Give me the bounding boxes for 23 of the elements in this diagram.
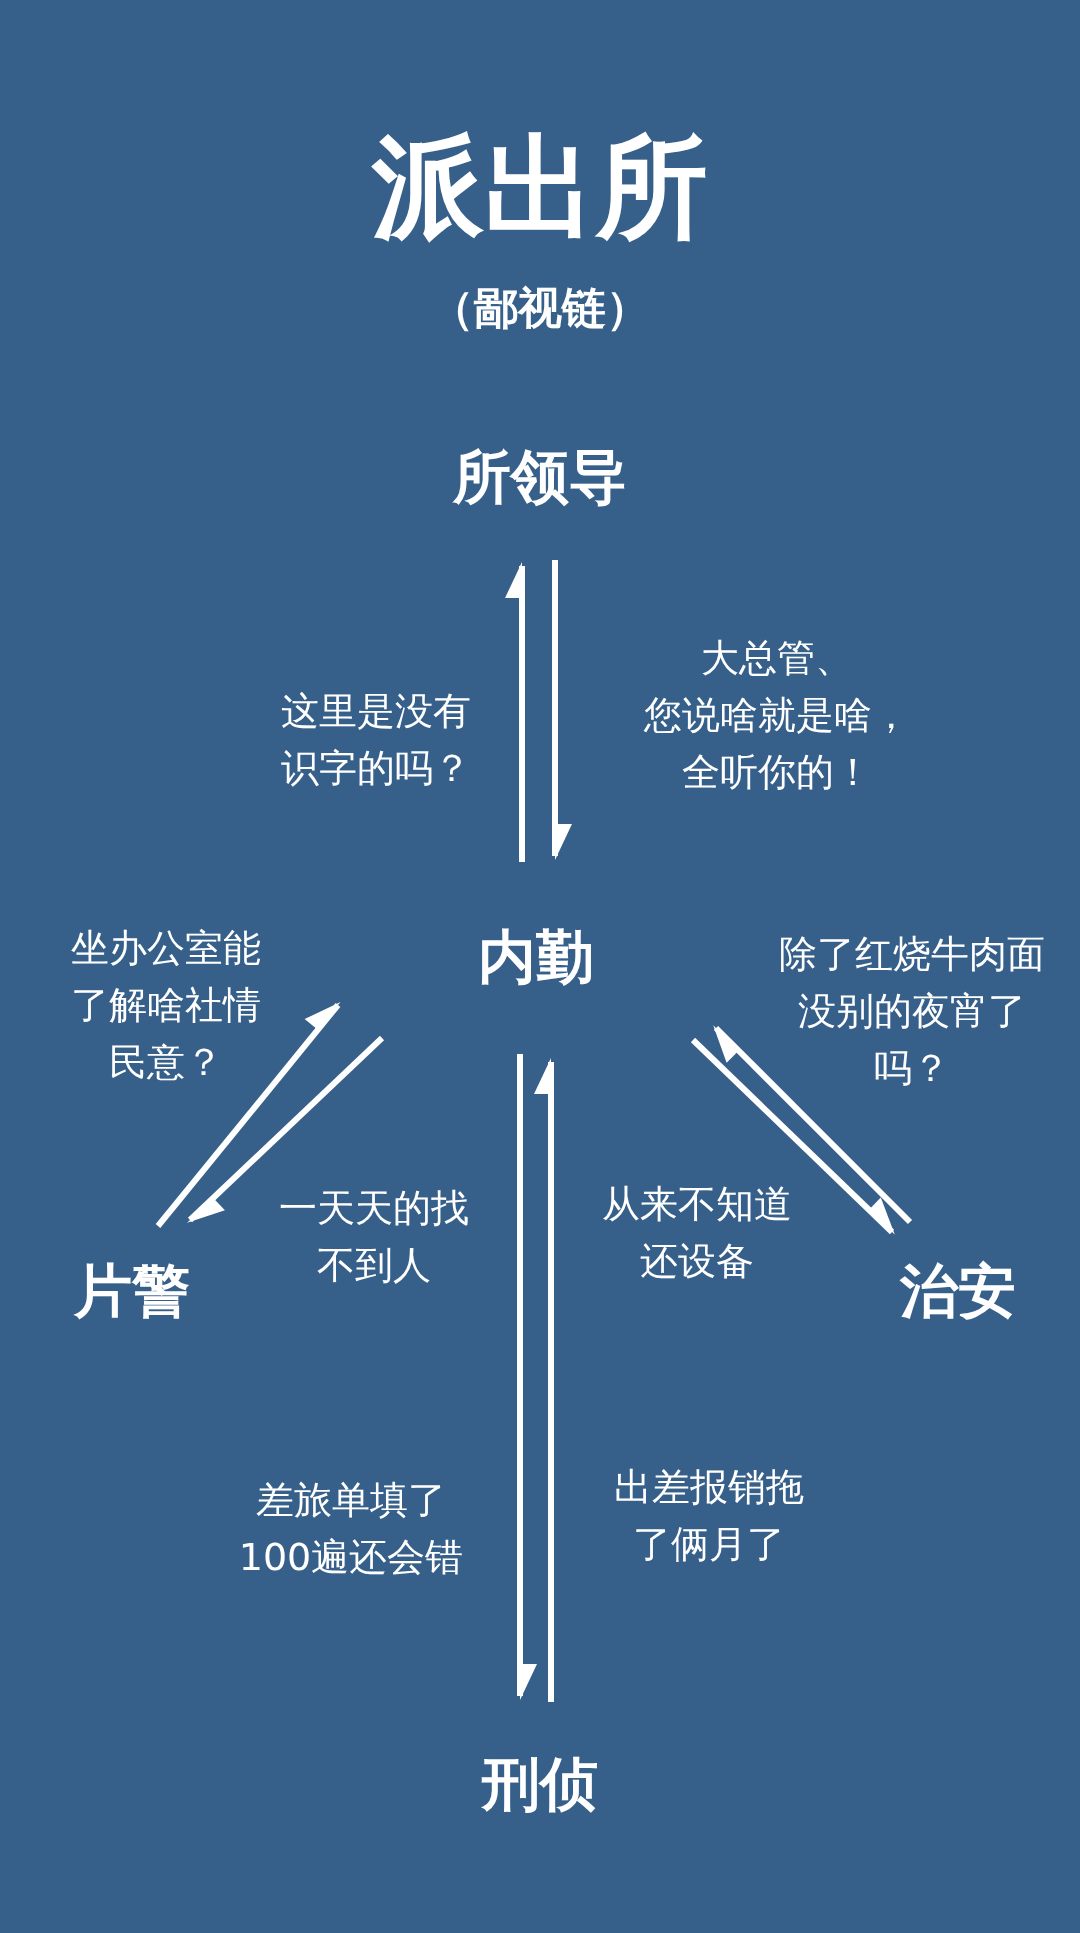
edge-label: 除了红烧牛肉面没别的夜宵了吗？ [778, 930, 1046, 1092]
arrow [505, 562, 525, 862]
subtitle: （鄙视链） [430, 280, 650, 335]
title: 派出所 [372, 119, 708, 254]
edge-label: 差旅单填了100遍还会错 [237, 1477, 465, 1581]
role-label: 刑侦 [476, 1742, 604, 1828]
role-label: 所领导 [447, 435, 633, 521]
arrow [713, 1025, 913, 1225]
edge-label: 一天天的找不到人 [278, 1185, 470, 1289]
edge-label: 坐办公室能了解啥社情民意？ [70, 924, 262, 1086]
arrow [187, 1035, 385, 1223]
edge-label: 大总管、您说啥就是啥，全听你的！ [643, 634, 911, 796]
role-label: 治安 [894, 1249, 1022, 1335]
arrow [552, 560, 572, 860]
edge-label: 从来不知道还设备 [601, 1181, 793, 1285]
arrow [517, 1054, 537, 1700]
arrow [155, 1001, 341, 1228]
edge-label: 出差报销拖了俩月了 [613, 1464, 805, 1568]
role-label: 片警 [68, 1249, 196, 1335]
arrow [690, 1037, 895, 1235]
role-label: 内勤 [472, 915, 600, 1001]
edge-label: 这里是没有识字的吗？ [280, 688, 472, 792]
arrow [534, 1058, 554, 1702]
